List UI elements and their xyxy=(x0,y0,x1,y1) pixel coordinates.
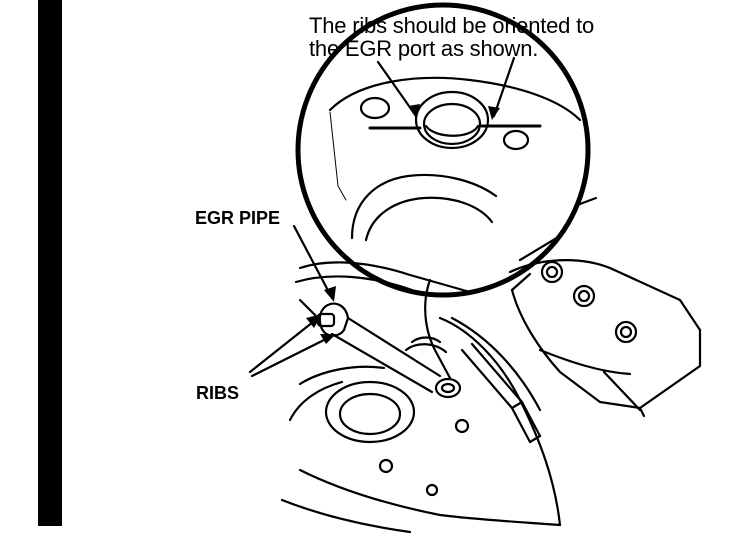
egr-pipe xyxy=(316,302,462,399)
detail-leader-line xyxy=(424,278,452,380)
arrow-head xyxy=(488,106,500,120)
egr-pipe-label: EGR PIPE xyxy=(195,208,281,228)
arrow-head xyxy=(324,286,336,302)
arrow-head xyxy=(320,334,336,344)
orientation-caption: The ribs should be oriented to the EGR p… xyxy=(309,14,594,60)
caption-line-1: The ribs should be oriented to xyxy=(309,13,595,38)
callout-arrows xyxy=(248,56,516,378)
ribs-label: RIBS xyxy=(196,383,240,403)
intake-manifold xyxy=(280,261,562,534)
manifold-flange xyxy=(508,259,702,418)
arrow-head xyxy=(306,314,322,328)
caption-line-2: the EGR port as shown. xyxy=(309,36,539,61)
arrow-head xyxy=(408,104,420,118)
page-margin-bar xyxy=(38,0,62,526)
detail-magnifier xyxy=(295,2,598,298)
